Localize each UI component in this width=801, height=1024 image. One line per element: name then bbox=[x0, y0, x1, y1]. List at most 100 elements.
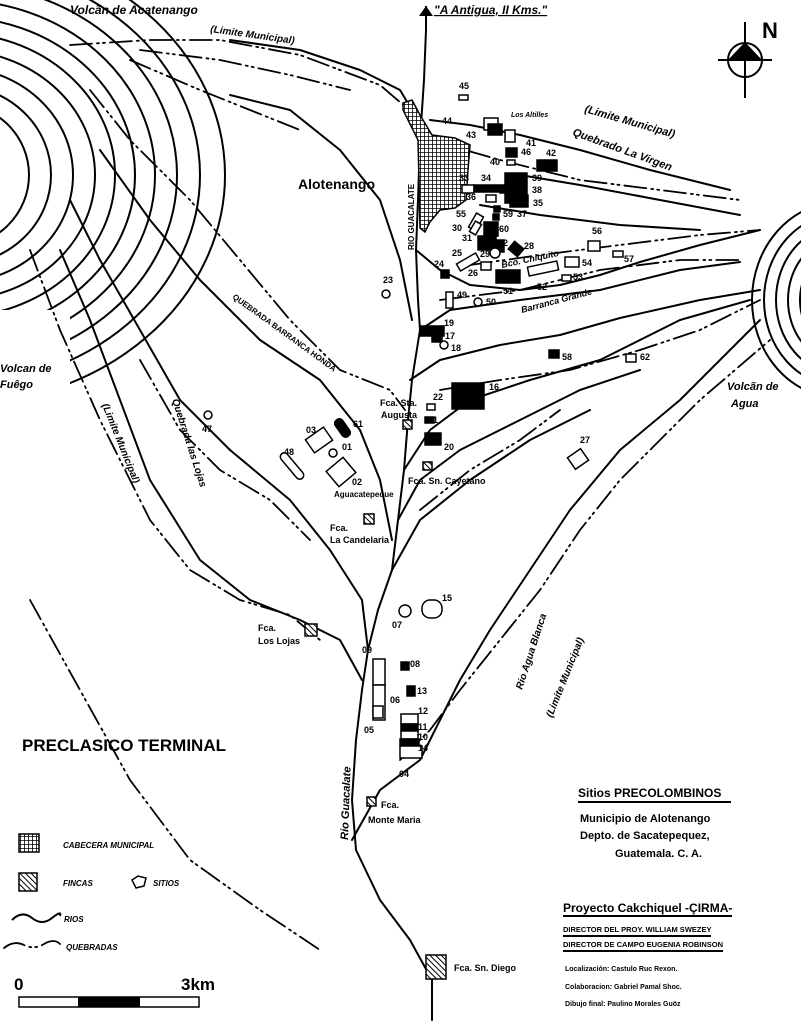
site-01 bbox=[328, 448, 338, 458]
site-05 bbox=[372, 705, 384, 719]
site-marker bbox=[400, 713, 419, 725]
finca-symbol bbox=[425, 954, 447, 980]
site-marker bbox=[440, 269, 450, 279]
site-label: 15 bbox=[442, 593, 452, 603]
finca-label: Fca. bbox=[258, 623, 276, 633]
finca-label: Fca. bbox=[330, 523, 348, 533]
site-marker bbox=[507, 240, 525, 258]
arrow-to-antigua bbox=[419, 6, 433, 30]
finca-label: Monte Maria bbox=[368, 815, 422, 825]
site-08 bbox=[400, 661, 410, 671]
label-aguacatepeque: Aguacatepeque bbox=[334, 490, 394, 499]
legend-fincas-label: FINCAS bbox=[63, 879, 93, 888]
site-marker bbox=[304, 426, 334, 454]
label-limite-w: (Limite Municipal) bbox=[99, 402, 141, 486]
site-label: 13 bbox=[417, 686, 427, 696]
legend-quebradas-label: QUEBRADAS bbox=[66, 943, 118, 952]
legend-rios-label: RIOS bbox=[64, 915, 84, 924]
label-los-altilles: Los Altilles bbox=[511, 112, 548, 119]
site-27 bbox=[566, 447, 590, 471]
finca-2: Fca. Sn. Cayetano bbox=[408, 461, 486, 486]
site-marker bbox=[400, 723, 419, 732]
finca-6: Fca. Sn. Diego bbox=[425, 954, 517, 980]
info-depto: Depto. de Sacatepequez, bbox=[580, 830, 710, 842]
site-label: 42 bbox=[546, 148, 556, 158]
site-marker bbox=[279, 452, 305, 480]
site-marker bbox=[439, 340, 449, 350]
site-18 bbox=[439, 340, 449, 350]
site-56 bbox=[587, 240, 601, 252]
label-barranca-honda: QUEBRADA BARRANCA HONDA bbox=[231, 292, 338, 373]
site-marker bbox=[399, 745, 423, 759]
site-label: 48 bbox=[284, 447, 294, 457]
site-marker bbox=[548, 349, 560, 359]
legend-fincas-symbol bbox=[18, 872, 38, 892]
site-marker bbox=[426, 403, 436, 411]
site-label: 55 bbox=[456, 209, 466, 219]
site-label: 45 bbox=[459, 81, 469, 91]
site-12 bbox=[400, 713, 419, 725]
site-marker bbox=[587, 240, 601, 252]
info-project: Proyecto Cakchiquel -ÇIRMA- bbox=[563, 901, 733, 917]
site-label: 29 bbox=[480, 249, 490, 259]
label-volcan-agua-1: Volcãn de bbox=[727, 381, 779, 393]
finca-symbol bbox=[402, 419, 413, 430]
site-30 bbox=[468, 220, 483, 236]
finca-3: Fca.La Candelaria bbox=[330, 513, 390, 545]
site-04 bbox=[399, 745, 423, 759]
site-label: 46 bbox=[521, 147, 531, 157]
site-label: 38 bbox=[532, 185, 542, 195]
site-label: 60 bbox=[499, 224, 509, 234]
quebradas bbox=[29, 39, 771, 951]
site-03 bbox=[304, 426, 334, 454]
site-02 bbox=[325, 456, 357, 488]
site-label: 53 bbox=[573, 272, 583, 282]
legend-sitios-label: SITIOS bbox=[153, 879, 180, 888]
site-57 bbox=[612, 250, 624, 258]
site-marker bbox=[485, 194, 497, 203]
volcan-acatenango-contours bbox=[0, 0, 226, 403]
site-label: 25 bbox=[452, 248, 462, 258]
site-40 bbox=[506, 159, 516, 166]
site-label: 04 bbox=[399, 769, 409, 779]
site-label: 08 bbox=[410, 659, 420, 669]
site-marker bbox=[400, 730, 419, 740]
finca-symbol bbox=[366, 796, 377, 807]
legend-sitios-symbol bbox=[131, 875, 147, 889]
label-volcan-fuego-1: Volcan de bbox=[0, 363, 52, 375]
site-29 bbox=[489, 247, 501, 259]
site-46 bbox=[505, 147, 518, 158]
site-label: 49 bbox=[457, 290, 467, 300]
label-alotenango: Alotenango bbox=[298, 176, 375, 192]
site-50 bbox=[473, 297, 483, 307]
site-23 bbox=[381, 289, 391, 299]
label-quebrada-lojas: Quebrada las Lojas bbox=[169, 398, 208, 490]
site-marker bbox=[400, 661, 410, 671]
site-marker bbox=[468, 220, 483, 236]
info-colaboracion: Colaboracion: Gabriel Pamal Shoc. bbox=[565, 984, 682, 991]
site-label: 22 bbox=[433, 392, 443, 402]
site-label: 44 bbox=[442, 116, 452, 126]
site-15 bbox=[421, 599, 443, 619]
site-label: 14 bbox=[418, 743, 428, 753]
site-label: 61 bbox=[353, 419, 363, 429]
site-marker bbox=[625, 353, 637, 363]
cabecera-municipal-alotenango bbox=[402, 99, 471, 234]
site-label: 41 bbox=[526, 138, 536, 148]
site-label: 58 bbox=[562, 352, 572, 362]
map-title: PRECLASICO TERMINAL bbox=[22, 736, 226, 755]
site-label: 07 bbox=[392, 620, 402, 630]
site-label: 27 bbox=[580, 435, 590, 445]
site-60 bbox=[483, 221, 499, 237]
finca-symbol bbox=[422, 461, 433, 471]
site-marker bbox=[203, 410, 213, 420]
info-localizacion: Localización: Castulo Ruc Rexon. bbox=[565, 966, 678, 973]
finca-1: Fca. Sta.Augusta bbox=[380, 398, 418, 430]
finca-label: Los Lojas bbox=[258, 636, 300, 646]
site-marker bbox=[381, 289, 391, 299]
scale-end: 3km bbox=[181, 975, 215, 994]
site-label: 06 bbox=[390, 695, 400, 705]
site-label: 33 bbox=[459, 173, 469, 183]
site-36 bbox=[485, 194, 497, 203]
